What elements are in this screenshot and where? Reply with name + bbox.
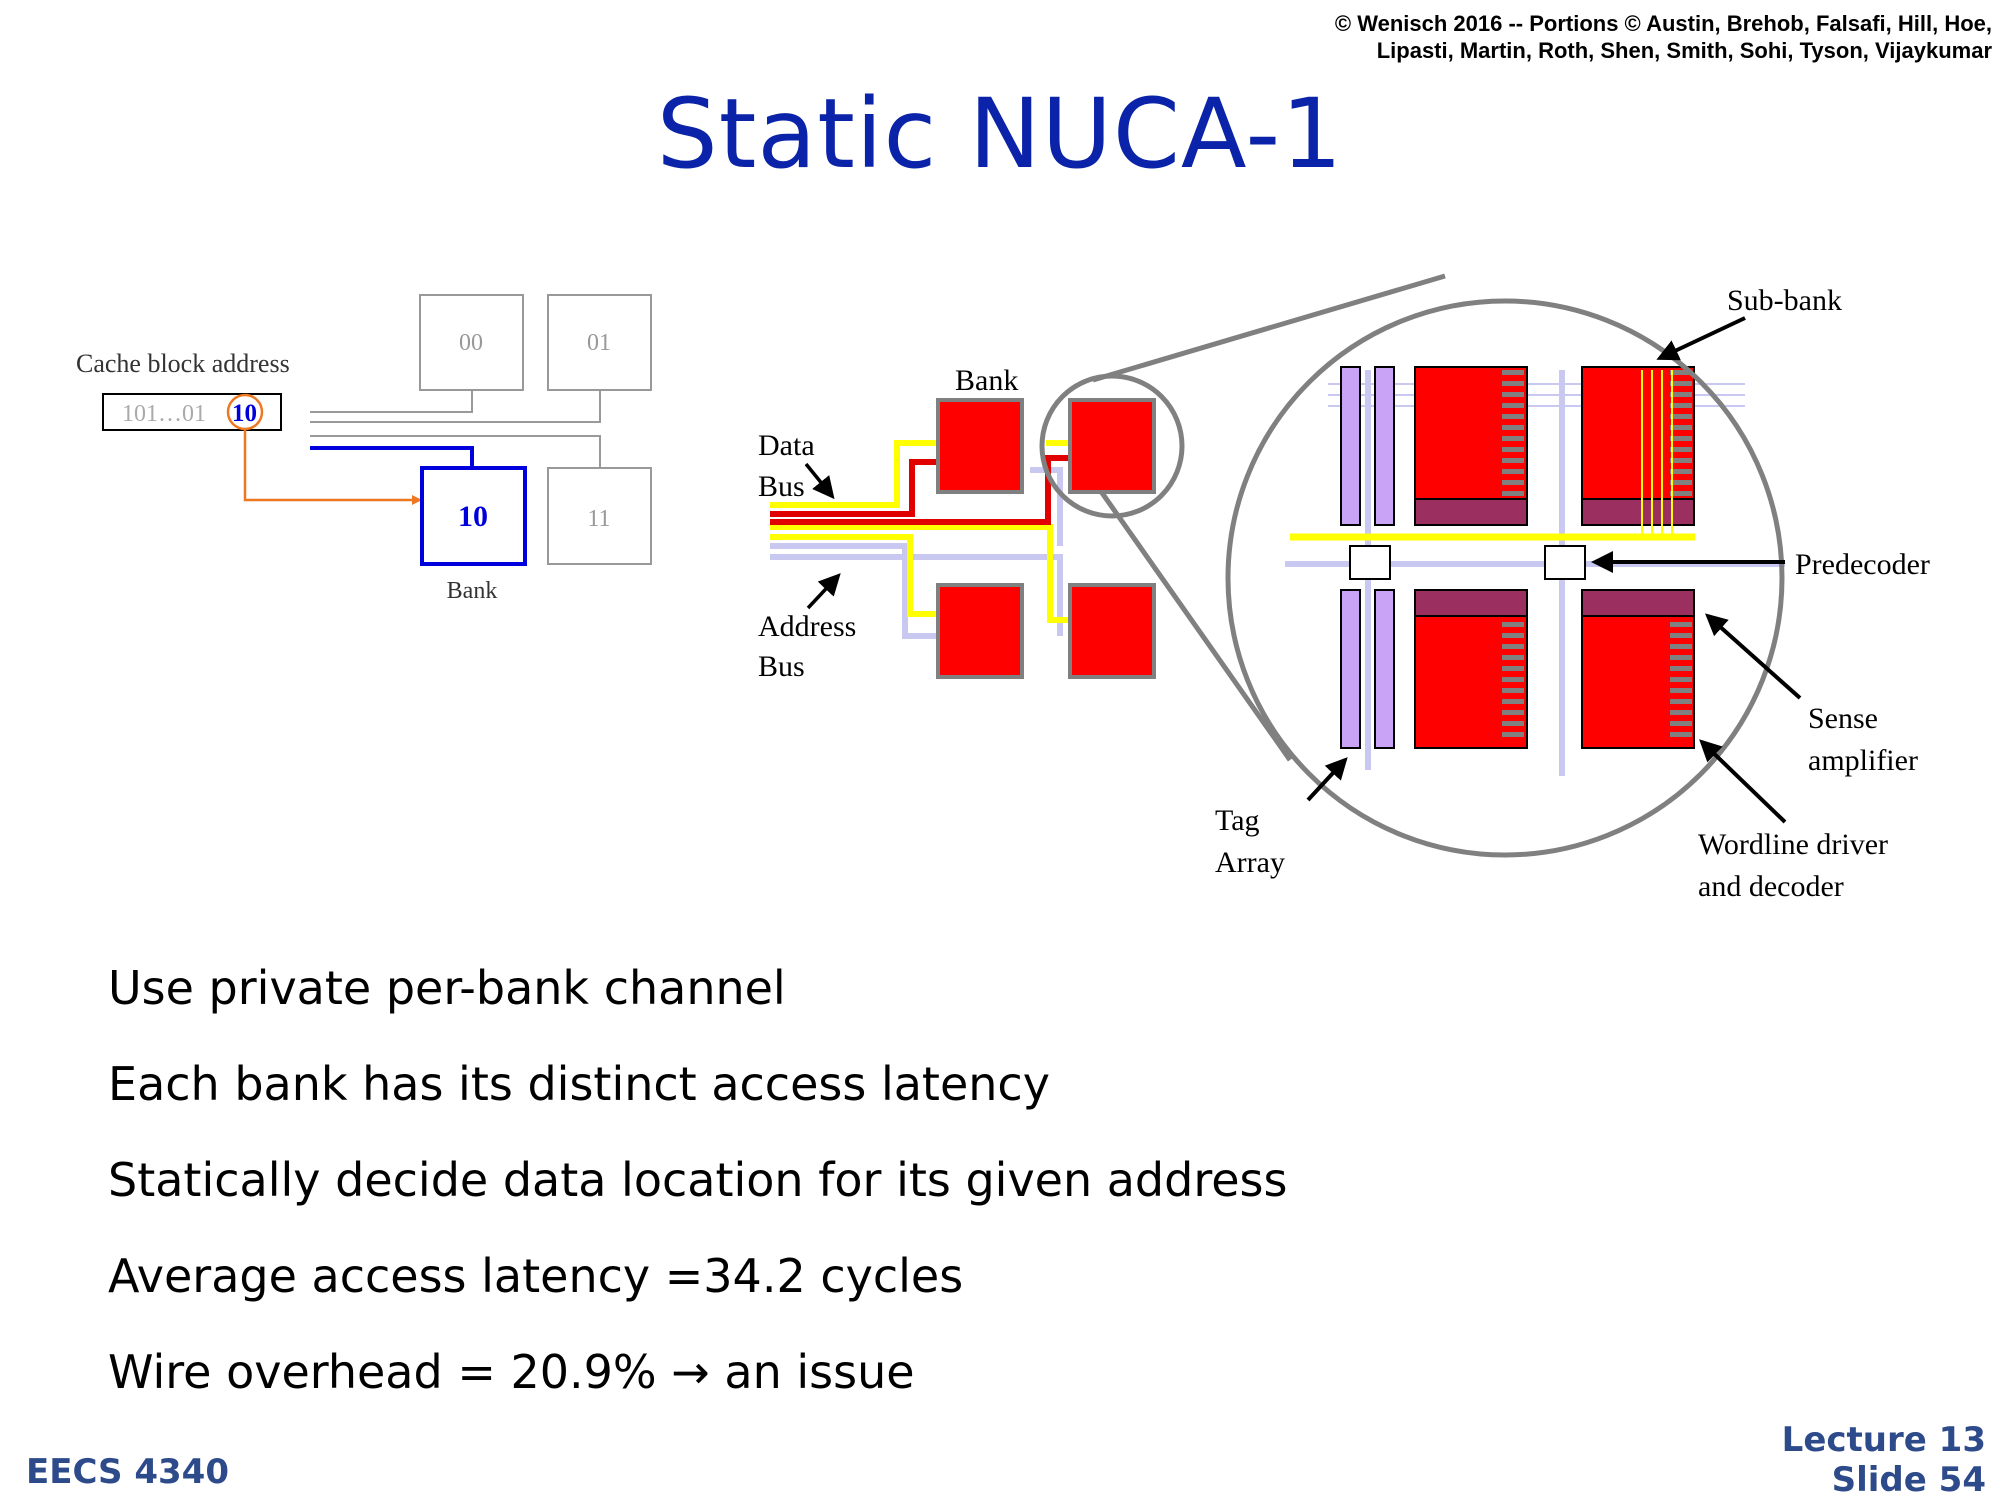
wire-bank-11 xyxy=(310,435,601,468)
bank-10-label: 10 xyxy=(458,500,488,533)
predecoder-right xyxy=(1544,545,1586,580)
nuca-layout-diagram: Bank Data Bus Address Bus xyxy=(758,273,1930,903)
copyright-notice: © Wenisch 2016 -- Portions © Austin, Bre… xyxy=(792,10,1992,64)
sub-bank-top-left xyxy=(1414,366,1528,526)
wordline-arrow xyxy=(1699,739,1787,824)
bullet-item-5: Wire overhead = 20.9% → an issue xyxy=(108,1345,915,1399)
sub-bank-bottom-right xyxy=(1581,589,1695,749)
address-index: 10 xyxy=(232,400,257,427)
sub-bank-arrow xyxy=(1656,316,1746,361)
zoom-line-bottom xyxy=(1097,488,1293,762)
slide-title: Static NUCA-1 xyxy=(656,78,1344,190)
bank-bottom-left xyxy=(936,583,1024,679)
bullet-list: Use private per-bank channel Each bank h… xyxy=(108,960,1287,1440)
data-bus-label-1: Data xyxy=(758,429,815,462)
wire-bank-10-selected xyxy=(310,446,474,468)
bank-00 xyxy=(419,294,524,391)
copyright-line-1: © Wenisch 2016 -- Portions © Austin, Bre… xyxy=(1334,11,1992,36)
bank-detail xyxy=(1285,366,1785,776)
address-bus xyxy=(770,467,1063,639)
bank-01-label: 01 xyxy=(587,330,611,356)
sub-bank-top-right xyxy=(1581,366,1695,537)
tag-array-top-2 xyxy=(1374,366,1395,526)
nuca-diagram: Cache block address 101…01 10 00 01 10 1… xyxy=(76,273,1930,903)
wire-bank-00 xyxy=(310,390,473,413)
sub-bank-label: Sub-bank xyxy=(1727,284,1842,317)
tag-array-label-2: Array xyxy=(1215,846,1285,879)
address-bus-label-2: Bus xyxy=(758,650,805,683)
bank-10-selected xyxy=(420,466,527,566)
wire-bank-01 xyxy=(310,390,601,423)
bank-top-left xyxy=(936,398,1024,494)
bullet-item-2: Each bank has its distinct access latenc… xyxy=(108,1057,1050,1111)
address-bus-arrow xyxy=(806,573,841,610)
tag-array-bottom-1 xyxy=(1340,589,1361,749)
address-bus-label-1: Address xyxy=(758,610,856,643)
data-bus-arrow xyxy=(804,462,835,500)
data-bus-red-wires xyxy=(770,455,1070,525)
bank-label: Bank xyxy=(955,364,1018,397)
lecture-number: Lecture 13 xyxy=(1781,1420,1986,1460)
index-highlight-circle xyxy=(226,393,264,431)
cache-block-address-label: Cache block address xyxy=(76,349,290,378)
predecoder-label: Predecoder xyxy=(1795,548,1930,581)
sense-amplifier-label-2: amplifier xyxy=(1808,744,1918,777)
sense-amplifier-arrow xyxy=(1705,613,1802,700)
zoom-circle-small xyxy=(1039,373,1185,519)
course-label: EECS 4340 xyxy=(26,1452,229,1492)
tag-array-arrow xyxy=(1306,757,1348,802)
data-bus-label-2: Bus xyxy=(758,470,805,503)
copyright-line-2: Lipasti, Martin, Roth, Shen, Smith, Sohi… xyxy=(1376,38,1992,63)
data-bus xyxy=(770,440,1070,623)
slide-index: Slide 54 xyxy=(1831,1460,1986,1500)
bank-01 xyxy=(547,294,652,391)
index-arrow xyxy=(243,430,422,505)
predecoder-left xyxy=(1349,545,1391,580)
bullet-item-3: Statically decide data location for its … xyxy=(108,1153,1288,1207)
zoom-line-top xyxy=(1092,273,1446,383)
bank-caption: Bank xyxy=(447,578,498,604)
sense-amplifier-label-1: Sense xyxy=(1808,702,1878,735)
address-box xyxy=(102,393,282,431)
bank-00-label: 00 xyxy=(459,330,483,356)
bullet-item-4: Average access latency =34.2 cycles xyxy=(108,1249,964,1303)
bank-top-right xyxy=(1068,398,1156,494)
zoom-circle-large xyxy=(1225,298,1785,858)
address-mapping-diagram: Cache block address 101…01 10 00 01 10 1… xyxy=(76,294,652,604)
wordline-label-1: Wordline driver xyxy=(1698,828,1888,861)
bank-bottom-right xyxy=(1068,583,1156,679)
wordline-label-2: and decoder xyxy=(1698,870,1844,903)
tag-array-top-1 xyxy=(1340,366,1361,526)
bank-11 xyxy=(547,467,652,565)
bullet-item-1: Use private per-bank channel xyxy=(108,961,786,1015)
bank-11-label: 11 xyxy=(587,506,610,532)
sub-bank-bottom-left xyxy=(1414,589,1528,749)
tag-array-bottom-2 xyxy=(1374,589,1395,749)
tag-array-label-1: Tag xyxy=(1215,804,1260,837)
slide-number: Lecture 13 Slide 54 xyxy=(1782,1420,1986,1500)
address-prefix: 101…01 xyxy=(122,401,206,427)
